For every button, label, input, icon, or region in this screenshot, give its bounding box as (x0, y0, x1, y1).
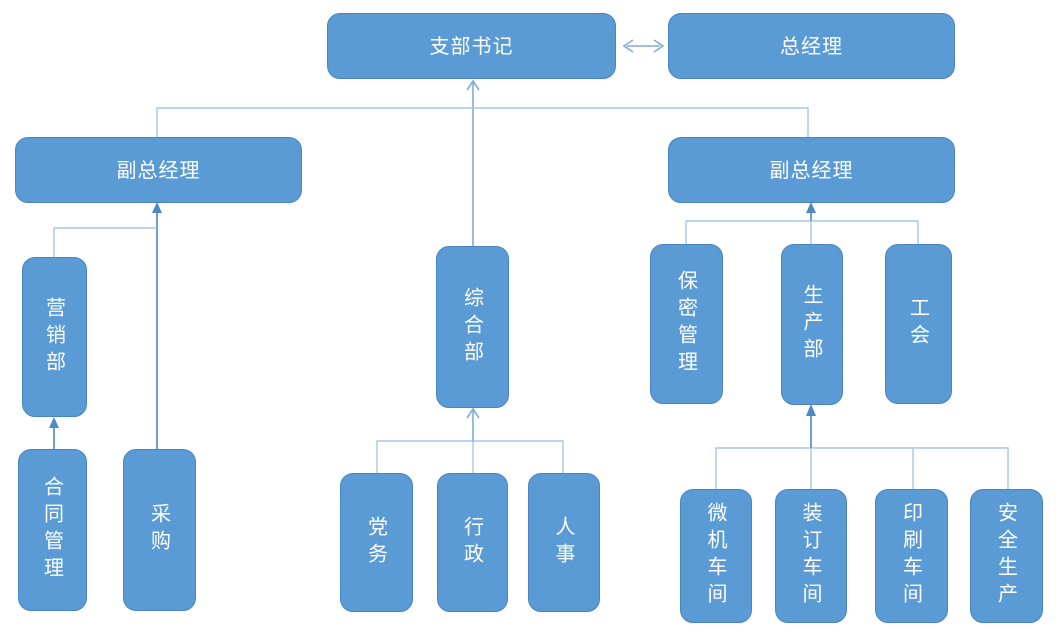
node-branch-secretary: 支部书记 (327, 13, 616, 79)
node-administration: 行政 (437, 473, 508, 612)
node-printing-workshop: 印刷车间 (875, 489, 948, 623)
node-computer-workshop: 微机车间 (680, 489, 752, 623)
connector-depts-to-deputy-right (685, 202, 919, 244)
connector-contract-to-marketing (49, 417, 59, 449)
connector-secretary-gm-double-arrow (622, 39, 665, 53)
node-deputy-gm-right: 副总经理 (668, 137, 955, 203)
connector-deputies-to-secretary (156, 107, 809, 137)
node-general-manager: 总经理 (668, 13, 955, 79)
node-general-affairs-dept: 综合部 (436, 246, 509, 408)
node-procurement: 采购 (123, 449, 196, 611)
node-human-resources: 人事 (528, 473, 600, 612)
node-safety-production: 安全生产 (970, 489, 1043, 623)
node-confidentiality-mgmt: 保密管理 (650, 244, 723, 404)
node-deputy-gm-left: 副总经理 (15, 137, 302, 203)
node-party-affairs: 党务 (340, 473, 413, 612)
node-production-dept: 生产部 (781, 244, 843, 405)
node-contract-mgmt: 合同管理 (18, 449, 87, 611)
node-labor-union: 工会 (885, 244, 952, 404)
node-marketing-dept: 营销部 (22, 257, 87, 417)
node-binding-workshop: 装订车间 (775, 489, 847, 623)
connector-workshops-to-production (715, 404, 1009, 489)
connector-general-affairs-to-secretary (466, 79, 480, 246)
connector-sections-to-general-affairs (376, 407, 564, 473)
connector-marketing-procurement-to-deputy-left (53, 202, 162, 449)
